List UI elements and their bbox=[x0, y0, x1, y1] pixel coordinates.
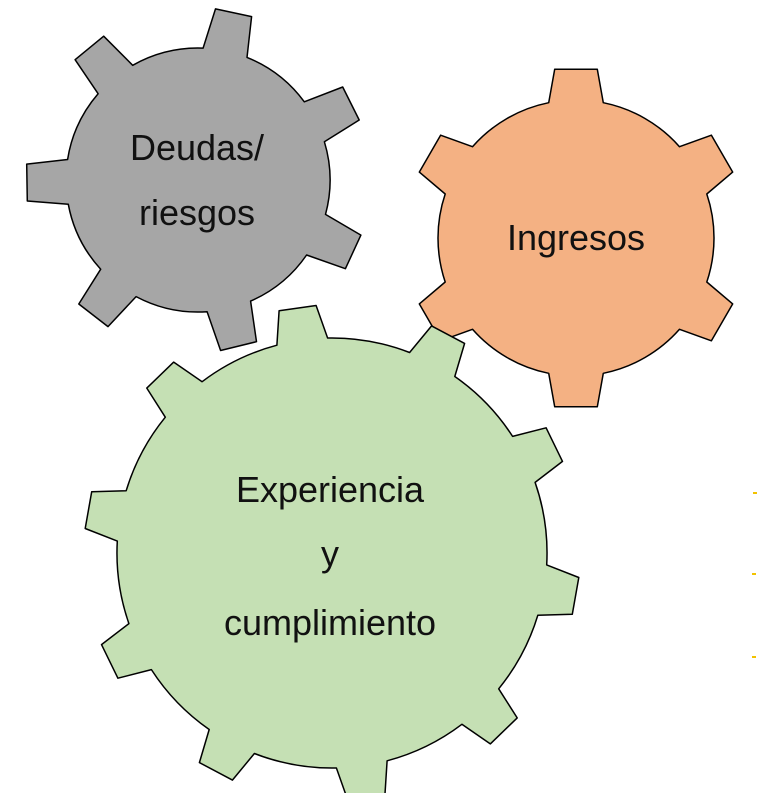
gear-ingresos-label: Ingresos bbox=[507, 217, 645, 258]
gear-deudas-riesgos-shape bbox=[25, 8, 362, 352]
gear-ingresos: Ingresos bbox=[418, 68, 734, 408]
gear-experiencia-label-line-3: cumplimiento bbox=[224, 602, 436, 643]
gear-experiencia-label-line-2: y bbox=[321, 533, 339, 574]
accent-mark bbox=[753, 492, 757, 494]
gear-deudas-riesgos: Deudas/ riesgos bbox=[25, 8, 362, 352]
gear-deudas-riesgos-label-line-2: riesgos bbox=[139, 192, 255, 233]
gear-experiencia-label-line-1: Experiencia bbox=[236, 469, 425, 510]
gear-ingresos-shape bbox=[418, 68, 734, 408]
gear-deudas-riesgos-label-line-1: Deudas/ bbox=[130, 127, 264, 168]
accent-mark bbox=[752, 656, 756, 658]
gear-experiencia-shape bbox=[84, 304, 580, 798]
gear-experiencia: Experiencia y cumplimiento bbox=[84, 304, 580, 798]
accent-mark bbox=[752, 573, 756, 575]
